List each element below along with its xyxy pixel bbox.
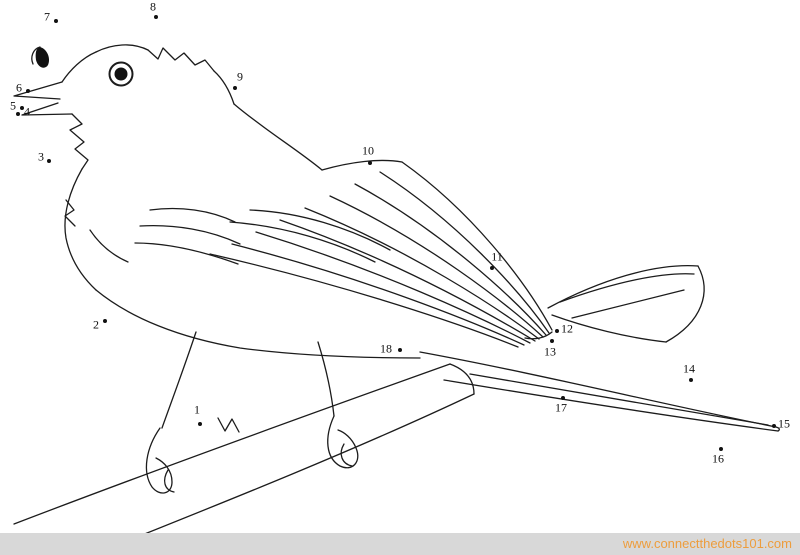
dot-number-3: 3 [38, 149, 44, 164]
dot-number-8: 8 [150, 0, 156, 14]
dot-point-1 [198, 422, 202, 426]
dot-point-14 [689, 378, 693, 382]
dot-point-8 [154, 15, 158, 19]
dot-point-3 [47, 159, 51, 163]
dot-point-17 [561, 396, 565, 400]
dot-point-5 [20, 106, 24, 110]
dot-point-7 [54, 19, 58, 23]
dot-number-7: 7 [44, 9, 50, 24]
dot-point-15 [772, 424, 776, 428]
dot-point-13 [550, 339, 554, 343]
dot-number-11: 11 [491, 249, 503, 264]
dot-point-6 [26, 89, 30, 93]
dot-point-4 [16, 112, 20, 116]
dot-number-4: 4 [24, 104, 30, 119]
dot-point-18 [398, 348, 402, 352]
dot-number-10: 10 [362, 143, 374, 158]
dot-number-16: 16 [712, 451, 724, 466]
dot-number-13: 13 [544, 344, 556, 359]
dot-point-10 [368, 161, 372, 165]
dot-number-9: 9 [237, 69, 243, 84]
dot-number-14: 14 [683, 361, 695, 376]
dot-number-6: 6 [16, 80, 22, 95]
dot-number-17: 17 [555, 400, 567, 415]
dot-number-2: 2 [93, 317, 99, 332]
dot-number-15: 15 [778, 416, 790, 431]
dot-point-2 [103, 319, 107, 323]
dot-point-16 [719, 447, 723, 451]
dot-point-9 [233, 86, 237, 90]
dot-number-5: 5 [10, 98, 16, 113]
dot-number-1: 1 [194, 402, 200, 417]
dot-point-11 [490, 266, 494, 270]
bird-line-art [13, 44, 780, 533]
dot-number-12: 12 [561, 321, 573, 336]
dot-number-18: 18 [380, 341, 392, 356]
footer-bar: www.connectthedots101.com [0, 533, 800, 555]
dot-point-12 [555, 329, 559, 333]
watermark-url: www.connectthedots101.com [622, 536, 792, 551]
